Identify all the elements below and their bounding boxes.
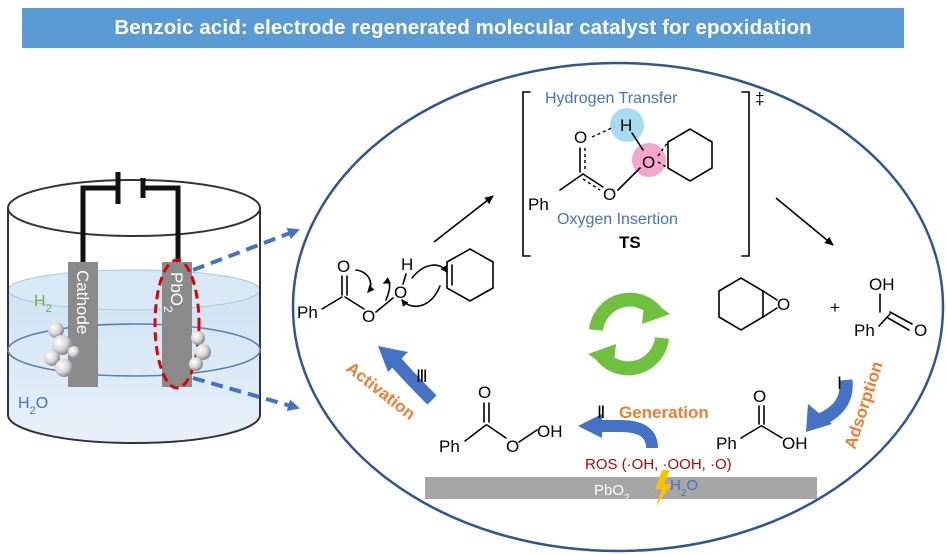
acid-carbonyl-o: O [753, 387, 766, 406]
hydroxyl-h: H [401, 255, 413, 274]
surface-water-label: H2O [670, 477, 698, 499]
h2-label: H2 [34, 293, 52, 315]
container-rim [7, 179, 261, 237]
ros-label: ROS (·OH, ·OOH, ·O) [585, 456, 732, 473]
oxygen-bubbles [189, 331, 211, 371]
ts-peroxide-o: O [642, 153, 655, 172]
ts-bracket-left [522, 91, 531, 257]
zoom-ellipse [291, 61, 945, 553]
circuit-wire [80, 185, 181, 265]
ph-label: Ph [297, 303, 318, 322]
ts-label: TS [619, 233, 641, 252]
step1-numeral: Ⅰ [837, 374, 842, 393]
step3-numeral: Ⅲ [416, 367, 428, 386]
ester-o: O [362, 307, 375, 326]
recycle-icon [588, 292, 670, 376]
peracid-oh: OH [537, 422, 563, 441]
arrow-to-ts [433, 195, 494, 243]
ts-ester-o: O [603, 185, 616, 204]
step-generation: Ⅱ Generation [578, 403, 709, 449]
peroxide-o: O [394, 283, 407, 302]
anode-highlight-ellipse [153, 258, 201, 390]
peracid-carbonyl-o: O [478, 383, 491, 402]
water-label: H2O [18, 395, 48, 417]
perbenzoic-acid: O Ph O OH [439, 383, 563, 456]
lightning-icon [655, 470, 672, 506]
anode-electrode [162, 262, 192, 387]
cyclohexene-ring [446, 248, 494, 302]
product-ph: Ph [854, 321, 875, 340]
step2-label: Generation [619, 403, 709, 422]
peracid-ph: Ph [439, 437, 460, 456]
anode-label: PbO2 [161, 272, 186, 313]
title-banner: Benzoic acid: electrode regenerated mole… [22, 8, 904, 48]
container-floor [7, 323, 261, 377]
plus-sign: + [830, 298, 840, 317]
cathode-electrode [68, 262, 98, 387]
arrow-from-ts [775, 197, 834, 246]
ts-bracket-right [741, 91, 750, 257]
ts-ring [667, 128, 713, 182]
epoxide-o: O [777, 295, 790, 314]
acid-ph: Ph [716, 434, 737, 453]
electrochemical-cell: Cathode PbO2 H2 H2O [7, 172, 300, 444]
cathode-label: Cathode [73, 270, 92, 334]
ts-dagger: ‡ [755, 89, 764, 108]
products: O + OH Ph O [718, 275, 927, 340]
ts-carbonyl-o: O [574, 128, 587, 147]
hydrogen-transfer-label: Hydrogen Transfer [545, 90, 678, 107]
carbonyl-o: O [337, 257, 350, 276]
ts-h: H [620, 116, 632, 135]
product-carbonyl-o: O [914, 321, 927, 340]
pbo2-surface [425, 477, 817, 499]
product-oh: OH [869, 275, 895, 294]
step-activation: Ⅲ Activation [343, 346, 437, 424]
step2-numeral: Ⅱ [597, 403, 605, 422]
step-adsorption: Ⅰ Adsorption [806, 359, 887, 451]
hydrogen-highlight [610, 108, 644, 142]
peracid-ester-o: O [506, 437, 519, 456]
peracid-alkene-complex: Ph O O O H [297, 248, 494, 326]
ts-ph: Ph [528, 195, 549, 214]
benzoic-acid-adsorbed: O Ph OH [716, 387, 808, 453]
zoom-arrow-top [192, 227, 300, 272]
figure-title: Benzoic acid: electrode regenerated mole… [114, 16, 812, 39]
pbo2-surface-label: PbO2 [594, 482, 630, 504]
oxygen-insertion-label: Oxygen Insertion [557, 211, 678, 228]
acid-oh: OH [782, 434, 808, 453]
hydrogen-bubbles [44, 322, 80, 377]
epoxide-ring [718, 277, 764, 331]
transition-state: ‡ Hydrogen Transfer H O Ph O O Oxygen In… [522, 89, 764, 257]
